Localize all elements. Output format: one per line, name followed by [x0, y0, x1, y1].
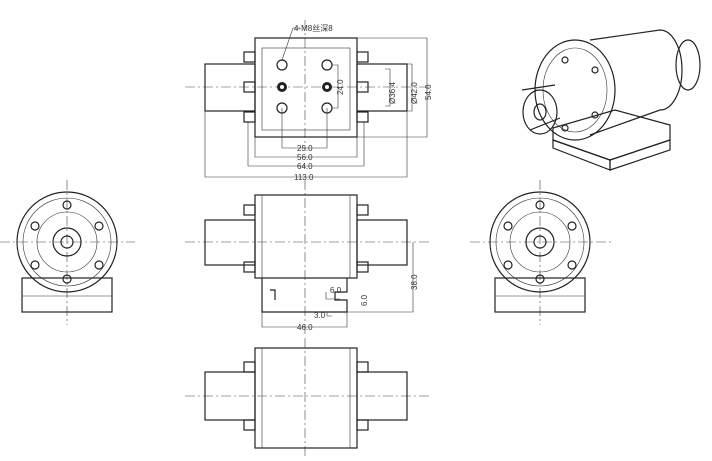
dim-3: 3.0 [314, 311, 326, 320]
dim-dia42: Ø42.0 [410, 82, 419, 104]
dim-46: 46.0 [297, 323, 313, 332]
dim-24: 24.0 [336, 79, 345, 95]
thread-note: 4-M8丝深8 [294, 23, 333, 33]
dim-6b: 6.0 [360, 294, 369, 306]
dim-54: 54.0 [424, 84, 433, 100]
right-side-view [470, 180, 612, 325]
dim-6a: 6.0 [330, 286, 342, 295]
dim-38: 38.0 [410, 274, 419, 290]
dim-113: 113.0 [294, 173, 314, 182]
dim-64: 64.0 [297, 162, 313, 171]
left-side-view [0, 180, 135, 325]
dim-25: 25.0 [297, 144, 313, 153]
bottom-view [185, 338, 430, 458]
top-view: 4-M8丝深8 25.0 56.0 64.0 113.0 24.0 Ø36.4 … [185, 20, 433, 182]
dim-56: 56.0 [297, 153, 313, 162]
isometric-view [521, 29, 701, 171]
front-view: 46.0 6.0 6.0 3.0 38.0 [185, 180, 430, 335]
dim-dia36: Ø36.4 [388, 82, 397, 104]
